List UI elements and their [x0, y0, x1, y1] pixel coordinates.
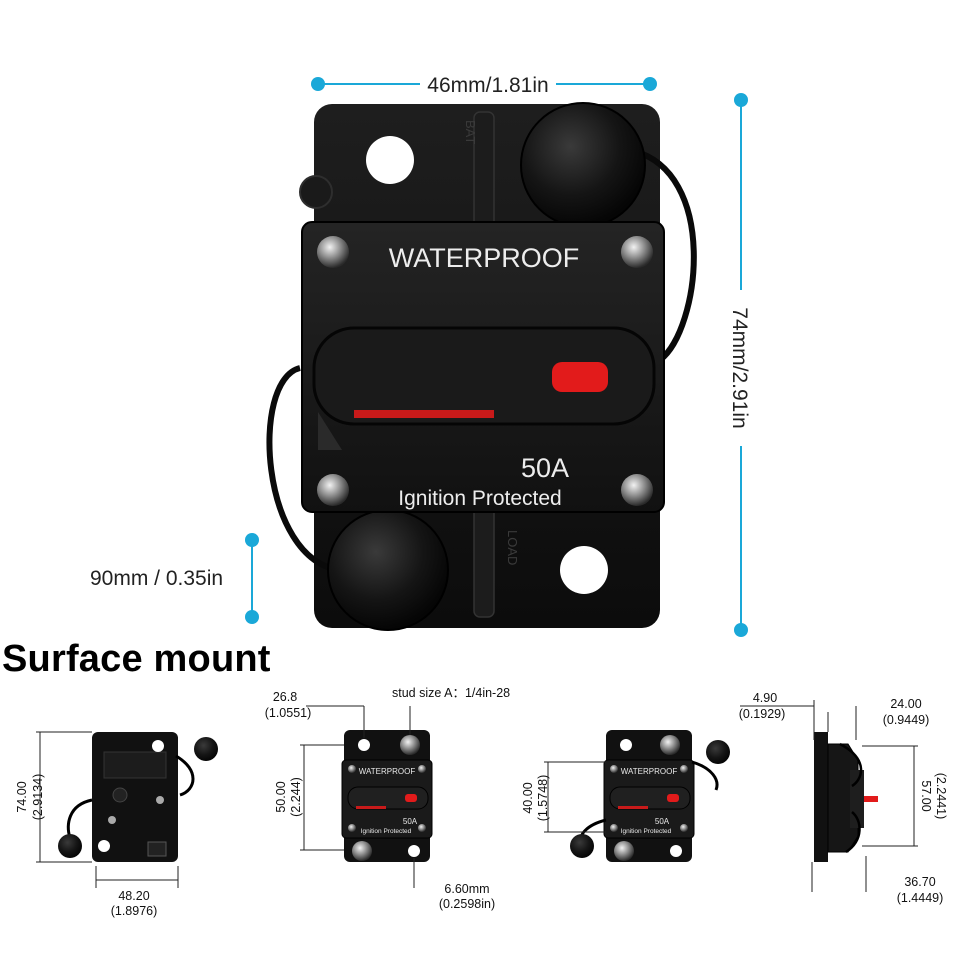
side-height-mm: 57.00	[919, 780, 933, 811]
flange-mm: 4.90	[753, 691, 777, 705]
rating-label: 50A	[521, 453, 569, 483]
front2-waterproof-label: WATERPROOF	[621, 767, 678, 776]
screw	[621, 236, 653, 268]
hole-size-in: (0.2598in)	[439, 897, 495, 911]
front-offset-in: (1.0551)	[265, 706, 312, 720]
side-body-in: (1.4449)	[897, 891, 944, 905]
screw	[317, 474, 349, 506]
ignition-label: Ignition Protected	[398, 487, 561, 510]
side-height-in: (2.2441)	[934, 773, 948, 820]
height-dimension: 74mm/2.91in	[728, 307, 751, 428]
side-body-mm: 36.70	[904, 875, 935, 889]
mount-hole	[560, 546, 608, 594]
back-height-mm: 74.00	[15, 781, 29, 812]
terminal-cap-top	[520, 102, 646, 228]
reset-button	[552, 362, 608, 392]
front2-spacing-in: (1.5748)	[536, 775, 550, 822]
front-waterproof-label: WATERPROOF	[359, 767, 416, 776]
depth-dimension: 90mm / 0.35in	[90, 567, 223, 590]
front2-spacing-mm: 40.00	[521, 782, 535, 813]
cap-tether	[629, 147, 697, 363]
front2-ignition-label: Ignition Protected	[621, 828, 672, 835]
front-spacing-in: (2.244)	[289, 777, 303, 817]
front-spacing-mm: 50.00	[274, 781, 288, 812]
trip-indicator	[354, 410, 494, 418]
terminal-label-bat: BAT	[463, 120, 478, 144]
front-ignition-label: Ignition Protected	[361, 828, 412, 835]
width-dimension: 46mm/1.81in	[427, 74, 548, 97]
screw	[621, 474, 653, 506]
section-title: Surface mount	[2, 638, 271, 680]
front-view-1	[300, 705, 433, 888]
waterproof-label: WATERPROOF	[389, 243, 580, 273]
side-view	[740, 700, 918, 892]
back-height-in: (2.9134)	[31, 774, 45, 821]
front-offset-mm: 26.8	[273, 690, 297, 704]
front2-rating-label: 50A	[655, 817, 670, 826]
reset-lever	[312, 326, 656, 426]
mount-hole	[366, 136, 414, 184]
front-rating-label: 50A	[403, 817, 418, 826]
cap-tether	[266, 365, 341, 573]
terminal-label-load: LOAD	[505, 530, 520, 565]
front-view-2	[544, 730, 730, 862]
dimension-lines	[245, 77, 748, 637]
back-width-in: (1.8976)	[111, 904, 158, 918]
side-depth-mm: 24.00	[890, 697, 921, 711]
stud-size-label: stud size A：1/4in-28	[392, 686, 510, 700]
screw	[317, 236, 349, 268]
terminal-cap-bottom	[327, 509, 449, 631]
back-width-mm: 48.20	[118, 889, 149, 903]
back-view	[36, 731, 218, 888]
main-breaker	[266, 102, 697, 631]
flange-in: (0.1929)	[739, 707, 786, 721]
hole-size-mm: 6.60mm	[444, 882, 489, 896]
side-depth-in: (0.9449)	[883, 713, 930, 727]
